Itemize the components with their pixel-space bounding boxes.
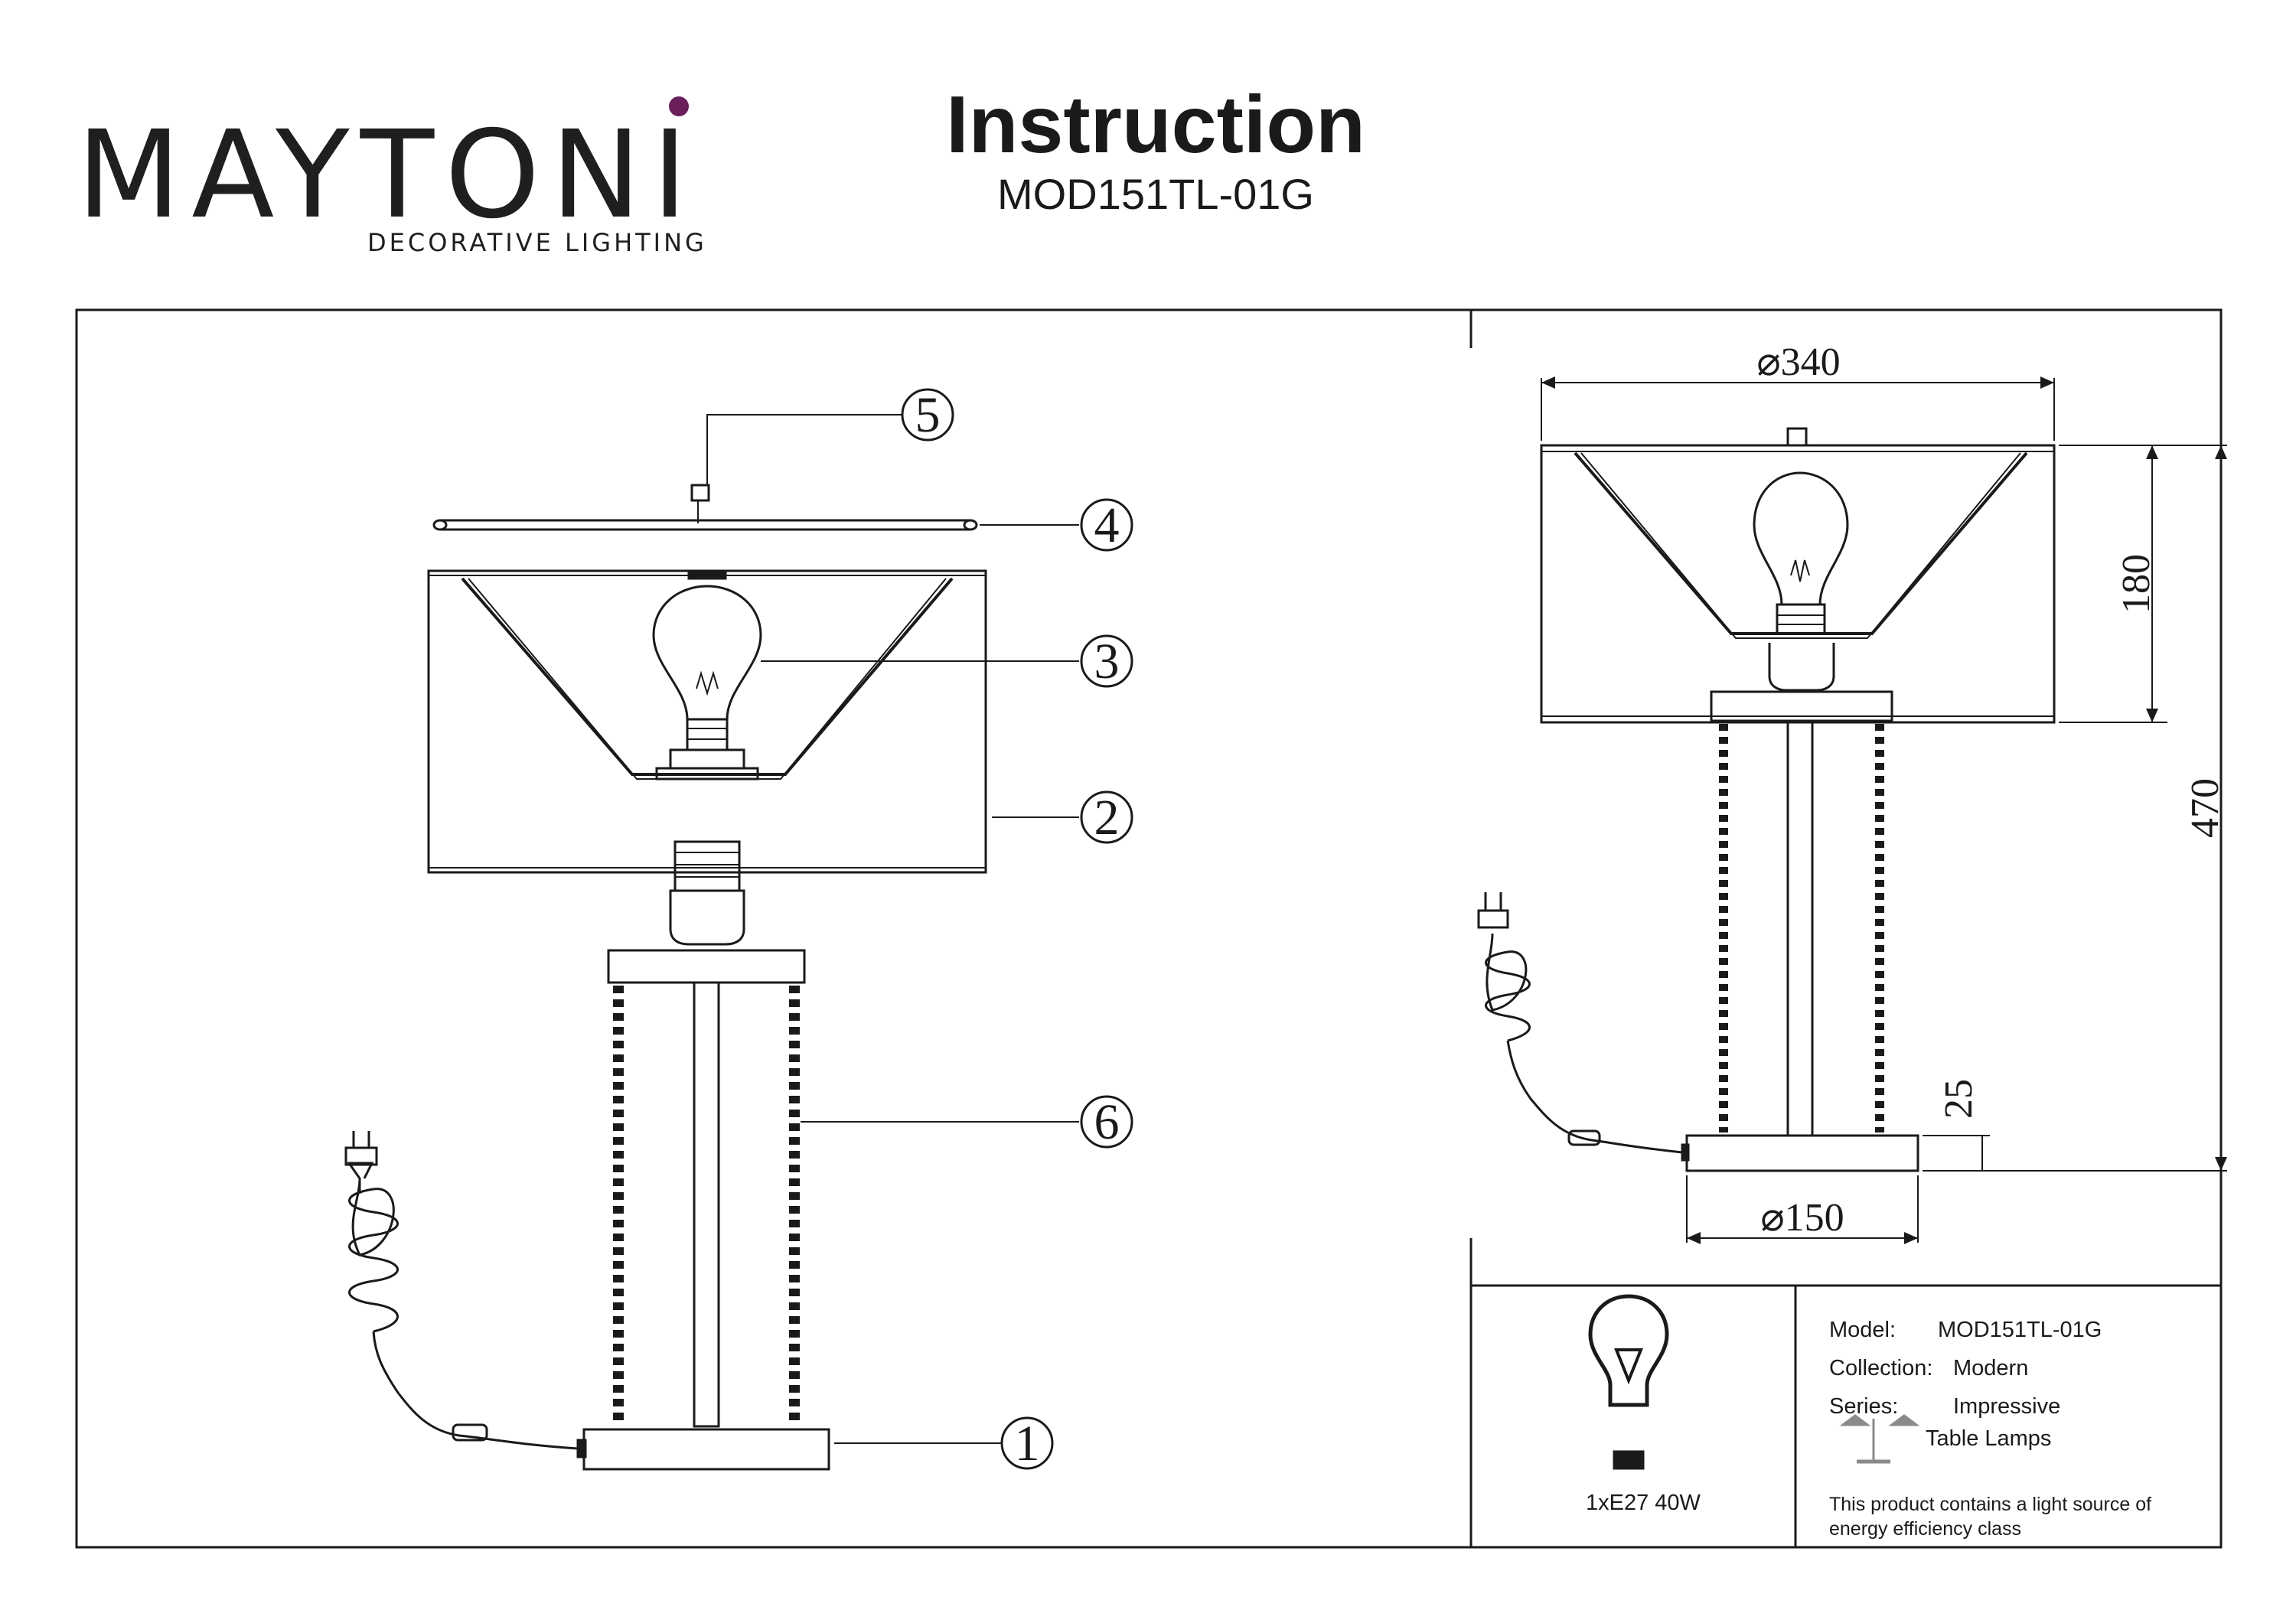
dimension-labels: ⌀340 180 470 25 ⌀150 bbox=[1756, 341, 2227, 1240]
brand-logo: MAYTONI DECORATIVE LIGHTING bbox=[77, 96, 707, 268]
part-number-5: 5 bbox=[915, 387, 941, 443]
collection-label: Collection: bbox=[1829, 1356, 1933, 1380]
assembled-shade bbox=[1540, 444, 2056, 724]
assembled-view bbox=[1477, 427, 2056, 1172]
lampshade bbox=[427, 569, 987, 874]
part-leaders bbox=[706, 414, 1079, 1444]
product-type: Table Lamps bbox=[1926, 1426, 2052, 1451]
lamp-holder bbox=[669, 840, 745, 946]
energy-note-line1: This product contains a light source of bbox=[1829, 1494, 2152, 1515]
collection-value: Modern bbox=[1953, 1356, 2029, 1380]
total-height-label: 470 bbox=[2183, 778, 2227, 838]
part-number-3: 3 bbox=[1094, 634, 1120, 689]
model-label: Model: bbox=[1829, 1318, 1896, 1342]
light-bulb bbox=[652, 585, 762, 781]
shade-height-label: 180 bbox=[2115, 554, 2158, 614]
exploded-view bbox=[344, 484, 987, 1471]
part-number-labels: 5 4 3 2 6 1 bbox=[915, 387, 1120, 1471]
cord-switch bbox=[452, 1423, 488, 1442]
base-height-label: 25 bbox=[1937, 1079, 1981, 1119]
top-plate bbox=[607, 949, 806, 984]
central-stem bbox=[693, 981, 720, 1428]
part-number-6: 6 bbox=[1094, 1094, 1120, 1150]
bulb-spec: 1xE27 40W bbox=[1586, 1491, 1701, 1515]
series-value: Impressive bbox=[1953, 1394, 2061, 1419]
energy-note-line2: energy efficiency class bbox=[1829, 1518, 2022, 1540]
model-code: MOD151TL-01G bbox=[997, 170, 1314, 218]
shade-diameter-label: ⌀340 bbox=[1756, 341, 1840, 384]
part-number-1: 1 bbox=[1015, 1416, 1040, 1471]
brand-name: MAYTONI bbox=[77, 105, 699, 246]
bulb-icon bbox=[1588, 1294, 1669, 1470]
brand-tagline: DECORATIVE LIGHTING bbox=[367, 228, 707, 257]
lamp-base bbox=[582, 1428, 830, 1471]
logo-accent-dot bbox=[669, 96, 689, 116]
model-value: MOD151TL-01G bbox=[1938, 1318, 2102, 1342]
dimension-lines bbox=[1541, 376, 2227, 1244]
series-label: Series: bbox=[1829, 1394, 1899, 1419]
part-number-circles bbox=[901, 388, 1133, 1470]
page-title: Instruction bbox=[946, 80, 1365, 170]
plug bbox=[344, 1146, 378, 1166]
part-number-4: 4 bbox=[1094, 497, 1120, 553]
table-lamp-icon bbox=[1839, 1414, 1920, 1464]
power-cord bbox=[372, 1331, 579, 1450]
shade-frame bbox=[461, 577, 954, 776]
finial-nut bbox=[690, 484, 710, 502]
base-diameter-label: ⌀150 bbox=[1760, 1196, 1844, 1240]
part-number-2: 2 bbox=[1094, 790, 1120, 846]
top-ring bbox=[440, 519, 970, 531]
